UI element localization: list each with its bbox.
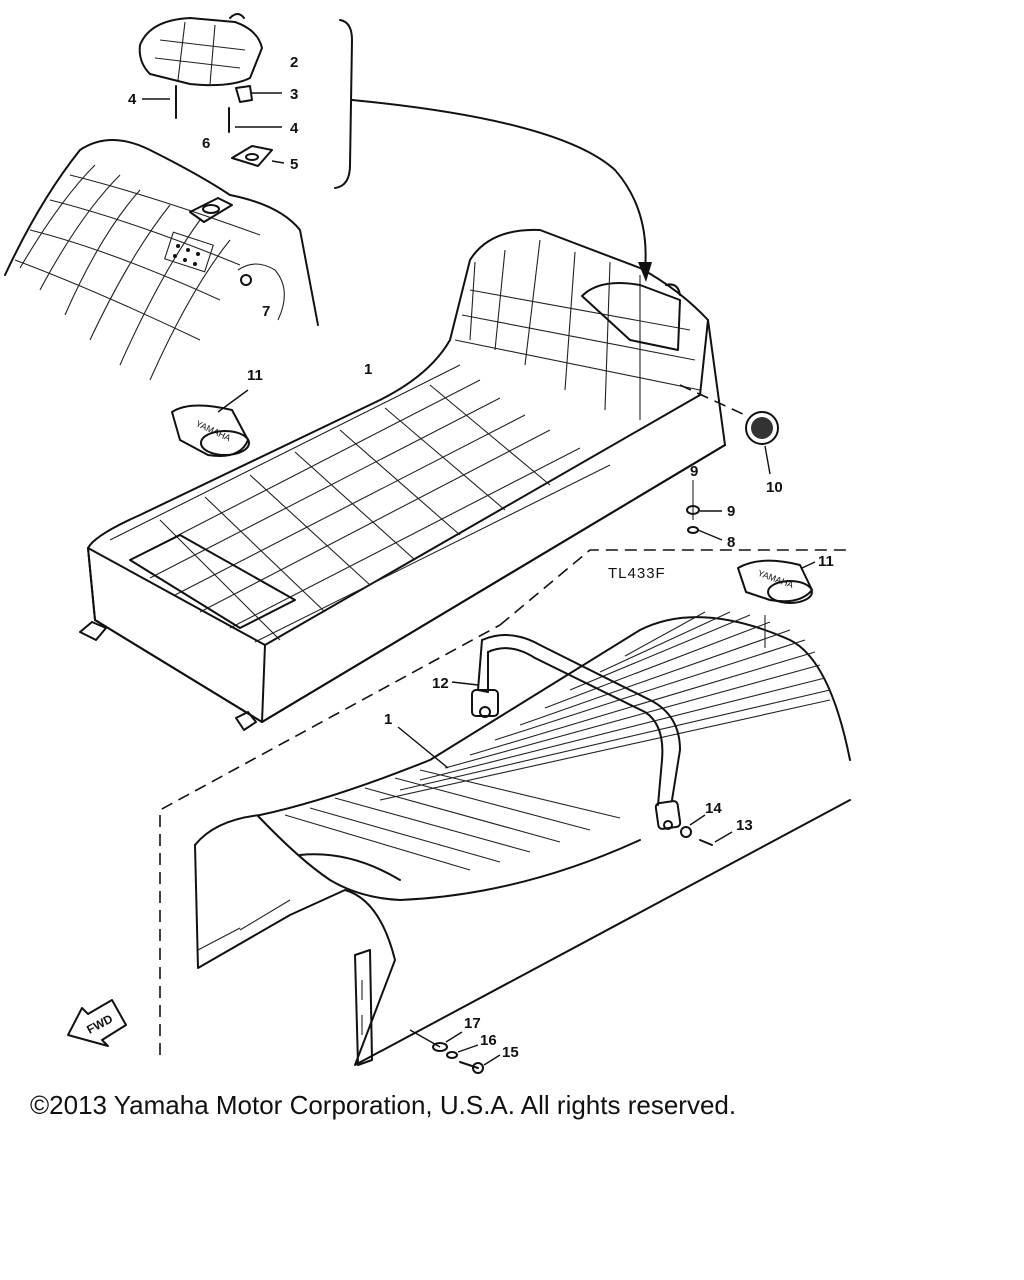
callout-11-left: 11: [247, 367, 263, 384]
callout-9-top: 9: [690, 463, 698, 480]
callout-8: 8: [727, 534, 735, 551]
callout-4-left: 4: [128, 91, 137, 108]
model-code: TL433F: [608, 565, 666, 582]
callout-2: 2: [290, 54, 298, 71]
callout-10: 10: [766, 479, 783, 496]
callout-14: 14: [705, 800, 722, 817]
callout-11-right: 11: [818, 553, 834, 570]
callout-3: 3: [290, 86, 298, 103]
seat-assembly-upper: [79, 228, 746, 731]
emblem-left: YAMAHA: [171, 389, 250, 457]
svg-text:YAMAHA: YAMAHA: [756, 568, 795, 590]
seat-assembly-lower: YAMAHA: [159, 549, 851, 1074]
callout-7: 7: [262, 303, 270, 320]
svg-text:YAMAHA: YAMAHA: [194, 418, 232, 443]
callout-17: 17: [464, 1015, 481, 1032]
callout-1-upper: 1: [364, 361, 372, 378]
callout-9: 9: [727, 503, 735, 520]
copyright-notice: ©2013 Yamaha Motor Corporation, U.S.A. A…: [30, 1090, 737, 1120]
fwd-arrow-icon: FWD: [67, 999, 127, 1047]
callout-4-right: 4: [290, 120, 299, 137]
grommet: [745, 411, 779, 475]
callout-labels: 2 3 4 4 5 6 7 11 1 10 9 9 8 TL433F 11 12…: [128, 54, 834, 1061]
callout-5: 5: [290, 156, 298, 173]
detail-inset: [4, 13, 652, 381]
fastener-stack-upper: [686, 480, 723, 541]
callout-12: 12: [432, 675, 449, 692]
callout-16: 16: [480, 1032, 497, 1049]
callout-15: 15: [502, 1044, 519, 1061]
seat-exploded-diagram: YAMAHA: [4, 13, 851, 1074]
fwd-label: FWD: [84, 1011, 115, 1036]
callout-1-lower: 1: [384, 711, 392, 728]
callout-13: 13: [736, 817, 753, 834]
callout-6: 6: [202, 135, 210, 152]
